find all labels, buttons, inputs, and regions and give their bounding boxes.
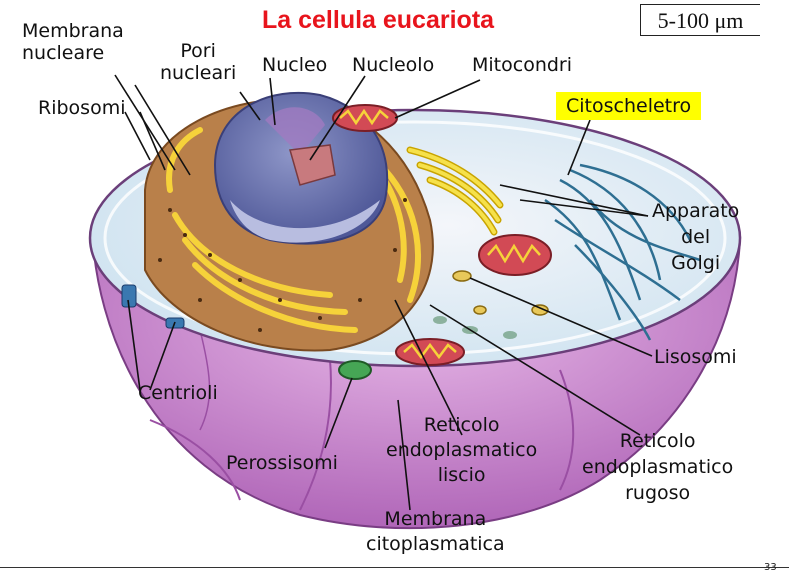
peroxisome: [338, 360, 372, 380]
label-line: liscio: [437, 464, 486, 486]
label-line: del: [681, 226, 711, 248]
bottom-rule: [0, 567, 789, 568]
label-perossisomi: Perossisomi: [226, 452, 338, 474]
pointer-lines: [114, 74, 653, 511]
label-citoscheletro: Citoscheletro: [556, 92, 702, 120]
label-ribosomi: Ribosomi: [38, 97, 126, 119]
label-nucleo: Nucleo: [262, 54, 328, 76]
label-membrana-nucleare: Membrana nucleare: [22, 20, 124, 64]
label-line: endoplasmatico: [582, 456, 734, 478]
nucleolus: [289, 144, 336, 186]
mitochondria: [332, 104, 552, 366]
label-line: Reticolo: [619, 430, 696, 452]
label-nucleolo: Nucleolo: [352, 54, 435, 76]
label-line: Golgi: [671, 252, 721, 274]
label-lisosomi: Lisosomi: [654, 346, 737, 368]
label-pori-nucleari: Pori nucleari: [160, 40, 236, 84]
label-mitocondri: Mitocondri: [472, 54, 573, 76]
label-line: Membrana: [384, 508, 487, 530]
label-line: endoplasmatico: [386, 439, 538, 461]
label-apparato-golgi: Apparato del Golgi: [652, 200, 739, 274]
label-line: Membrana: [22, 20, 124, 42]
label-line: rugoso: [625, 482, 691, 504]
label-reticolo-rugoso: Reticolo endoplasmatico rugoso: [582, 430, 733, 504]
label-line: nucleare: [22, 42, 105, 64]
diagram-title: La cellula eucariota: [262, 6, 495, 34]
label-line: nucleari: [160, 62, 237, 84]
label-line: Pori: [180, 40, 216, 62]
label-line: Reticolo: [423, 414, 500, 436]
scale-indicator: 5-100 μm: [640, 4, 760, 36]
page-number: 33: [764, 562, 777, 573]
label-reticolo-liscio: Reticolo endoplasmatico liscio: [386, 414, 537, 486]
label-line: citoplasmatica: [366, 533, 505, 555]
label-membrana-citoplasmatica: Membrana citoplasmatica: [366, 508, 505, 555]
label-line: Apparato: [652, 200, 740, 222]
label-centrioli: Centrioli: [138, 382, 218, 404]
